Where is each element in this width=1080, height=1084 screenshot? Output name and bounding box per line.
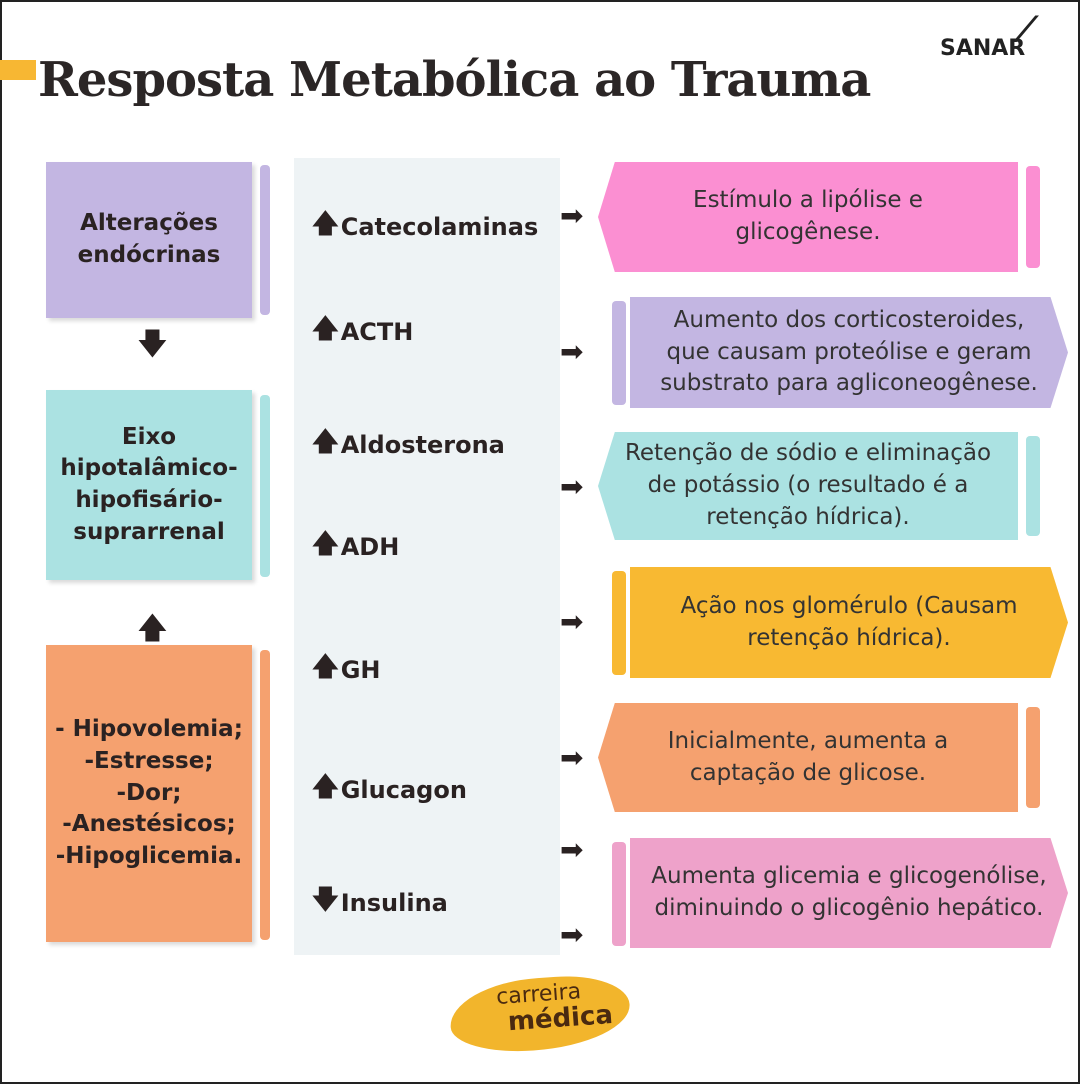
hormone-item: 🡅Glucagon — [312, 768, 467, 812]
hormone-item: 🡅ACTH — [312, 310, 413, 354]
effect-box: Aumenta glicemia e glicogenólise, diminu… — [630, 838, 1068, 948]
arrow-up-icon: 🡅 — [137, 611, 168, 646]
effect-box: Retenção de sódio e eliminação de potáss… — [598, 432, 1018, 540]
cause-item: - Hipovolemia; — [55, 716, 243, 743]
cause-item: -Hipoglicemia. — [55, 843, 243, 870]
effect-box: Ação nos glomérulo (Causam retenção hídr… — [630, 567, 1068, 678]
arrow-up-icon: 🡅 — [312, 427, 339, 457]
hormone-item: 🡅GH — [312, 648, 381, 692]
endocrine-box: Alterações endócrinas — [46, 162, 252, 318]
hormone-column — [294, 158, 560, 955]
hormone-name: Catecolaminas — [340, 213, 539, 241]
box-bar — [1026, 436, 1040, 536]
hormone-item: 🡅ADH — [312, 525, 399, 569]
cause-item: -Dor; — [116, 779, 182, 806]
arrow-up-icon: 🡅 — [312, 314, 339, 344]
page-title: Resposta Metabólica ao Trauma — [38, 52, 871, 108]
arrow-up-icon: 🡅 — [312, 209, 339, 239]
box-bar — [260, 650, 270, 940]
arrow-right-icon: ➡ — [560, 199, 584, 232]
arrow-right-icon: ➡ — [560, 741, 584, 774]
effect-box: Inicialmente, aumenta a captação de glic… — [598, 703, 1018, 812]
sanar-mark-icon: ⟋ — [1014, 10, 1038, 50]
box-bar — [612, 571, 626, 675]
effect-box: Aumento dos corticosteroides, que causam… — [630, 297, 1068, 408]
hormone-item: 🡇Insulina — [312, 881, 448, 925]
arrow-right-icon: ➡ — [560, 918, 584, 951]
effect-box: Estímulo a lipólise e glicogênese. — [598, 162, 1018, 272]
hormone-name: Aldosterona — [340, 431, 505, 459]
cause-item: -Estresse; — [84, 747, 214, 774]
sanar-logo: SANAR⟋ — [940, 10, 1038, 61]
hormone-name: ACTH — [340, 318, 414, 346]
hormone-name: Glucagon — [340, 776, 467, 804]
box-bar — [612, 301, 626, 405]
brand-text: SANAR — [940, 36, 1026, 61]
box-bar — [260, 165, 270, 315]
hormone-name: ADH — [340, 533, 400, 561]
arrow-right-icon: ➡ — [560, 470, 584, 503]
box-bar — [612, 842, 626, 946]
arrow-right-icon: ➡ — [560, 605, 584, 638]
causes-box: - Hipovolemia; -Estresse; -Dor; -Anestés… — [46, 645, 252, 942]
box-bar — [1026, 707, 1040, 808]
arrow-down-icon: 🡇 — [312, 885, 339, 915]
hormone-name: Insulina — [340, 889, 448, 917]
hormone-name: GH — [340, 656, 381, 684]
hormone-item: 🡅Aldosterona — [312, 423, 505, 467]
arrow-down-icon: 🡇 — [137, 327, 168, 362]
box-bar — [260, 395, 270, 577]
hormone-item: 🡅Catecolaminas — [312, 205, 538, 249]
arrow-up-icon: 🡅 — [312, 772, 339, 802]
title-accent — [0, 60, 36, 80]
arrow-right-icon: ➡ — [560, 833, 584, 866]
arrow-right-icon: ➡ — [560, 335, 584, 368]
box-bar — [1026, 166, 1040, 268]
arrow-up-icon: 🡅 — [312, 652, 339, 682]
axis-box: Eixo hipotalâmico-hipofisário-suprarrena… — [46, 390, 252, 580]
cause-item: -Anestésicos; — [62, 811, 236, 838]
arrow-up-icon: 🡅 — [312, 529, 339, 559]
